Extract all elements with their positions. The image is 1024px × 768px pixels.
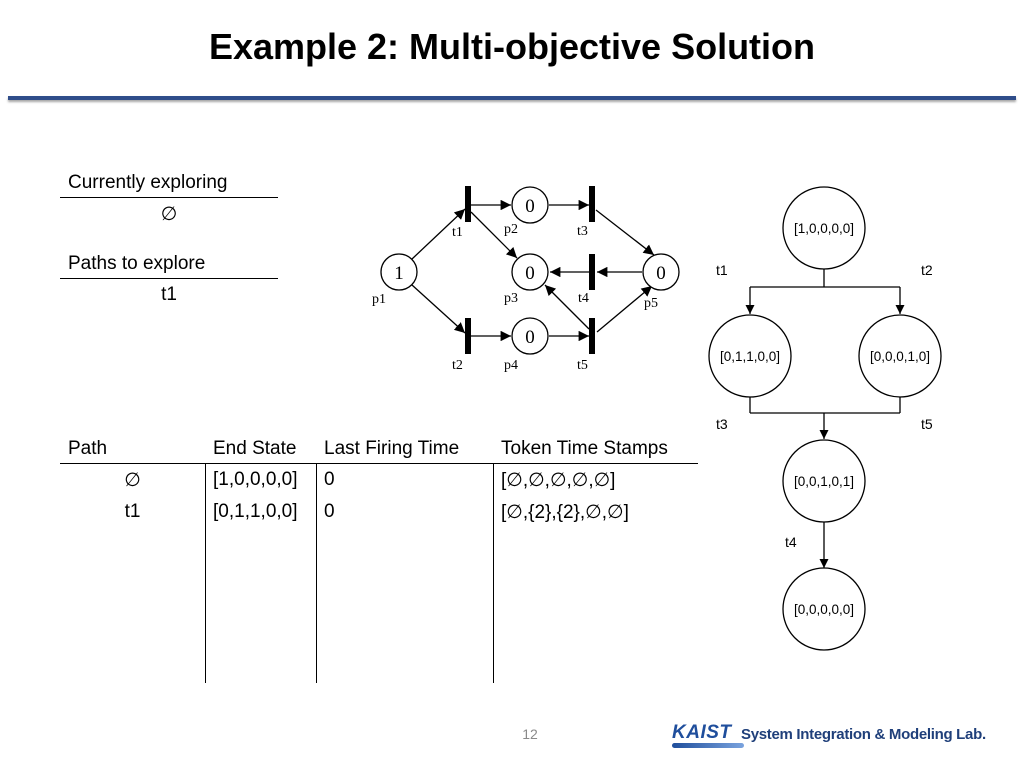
place-p2-tokens: 0 — [525, 196, 535, 217]
currently-exploring-label: Currently exploring — [68, 172, 228, 193]
table-cell-token-time-stamps: [∅,∅,∅,∅,∅] — [501, 470, 616, 491]
place-label-p1: p1 — [372, 292, 386, 307]
table-column-divider — [493, 463, 494, 683]
state-node — [782, 567, 866, 651]
logo-swoosh-icon — [672, 743, 744, 748]
table-header-last-firing-time: Last Firing Time — [324, 438, 460, 459]
arc-t5-p3 — [544, 284, 590, 330]
place-label-p4: p4 — [504, 358, 518, 373]
transition-label-t5: t5 — [577, 358, 588, 373]
transition-label-t1: t1 — [452, 225, 463, 240]
state-node-label: [1,0,0,0,0] — [794, 221, 854, 236]
tree-edge-label: t2 — [921, 262, 933, 278]
paths-to-explore-value: t1 — [161, 284, 177, 305]
table-header-token-time-stamps: Token Time Stamps — [501, 438, 668, 459]
place-p5-tokens: 0 — [656, 263, 666, 284]
transition-t4 — [589, 254, 595, 290]
place-p1 — [380, 253, 418, 291]
table-column-divider — [316, 463, 317, 683]
state-node — [858, 314, 942, 398]
place-label-p5: p5 — [644, 296, 658, 311]
kaist-logo: KAIST — [672, 722, 744, 748]
transition-label-t4: t4 — [578, 291, 589, 306]
state-node-label: [0,0,0,1,0] — [870, 349, 930, 364]
transition-t2 — [465, 318, 471, 354]
transition-t3 — [589, 186, 595, 222]
paths-to-explore-label: Paths to explore — [68, 253, 206, 274]
arc-p1-t2 — [411, 284, 466, 334]
tree-edge-label: t4 — [785, 534, 797, 550]
tree-edge-label: t5 — [921, 416, 933, 432]
tree-edge-label: t1 — [716, 262, 728, 278]
place-p3 — [511, 253, 549, 291]
state-node — [708, 314, 792, 398]
currently-exploring-rule — [60, 197, 278, 198]
table-cell-end-state: [1,0,0,0,0] — [213, 469, 298, 490]
table-cell-path: t1 — [124, 501, 141, 522]
place-label-p2: p2 — [504, 222, 518, 237]
table-cell-end-state: [0,1,1,0,0] — [213, 501, 298, 522]
arc-t3-p5 — [595, 209, 655, 256]
table-cell-last-firing-time: 0 — [324, 469, 335, 490]
place-p1-tokens: 1 — [394, 263, 404, 284]
state-node — [782, 186, 866, 270]
place-p4 — [511, 317, 549, 355]
place-p3-tokens: 0 — [525, 263, 535, 284]
table-cell-token-time-stamps: [∅,{2},{2},∅,∅] — [501, 502, 629, 523]
transition-label-t2: t2 — [452, 358, 463, 373]
place-label-p3: p3 — [504, 291, 518, 306]
lab-name: System Integration & Modeling Lab. — [741, 726, 986, 743]
table-header-path: Path — [68, 438, 108, 459]
slide-title: Example 2: Multi-objective Solution — [208, 26, 816, 67]
table-cell-path: ∅ — [124, 470, 141, 491]
tree-edge-label: t3 — [716, 416, 728, 432]
state-node-label: [0,1,1,0,0] — [720, 349, 780, 364]
transition-label-t3: t3 — [577, 224, 588, 239]
currently-exploring-value: ∅ — [160, 204, 178, 225]
page-number: 12 — [522, 726, 538, 742]
kaist-logo-text: KAIST — [672, 722, 732, 743]
table-header-rule — [60, 463, 698, 464]
state-node-label: [0,0,1,0,1] — [794, 474, 854, 489]
place-p5 — [642, 253, 680, 291]
table-header-end-state: End State — [213, 438, 297, 459]
place-p2 — [511, 186, 549, 224]
paths-to-explore-rule — [60, 278, 278, 279]
table-column-divider — [205, 463, 206, 683]
arc-p1-t1 — [411, 208, 466, 260]
arc-t1-p3 — [470, 211, 518, 259]
place-p4-tokens: 0 — [525, 327, 535, 348]
state-node — [782, 439, 866, 523]
arc-t5-p5 — [596, 285, 653, 333]
title-divider — [8, 96, 1016, 100]
table-cell-last-firing-time: 0 — [324, 501, 335, 522]
state-node-label: [0,0,0,0,0] — [794, 602, 854, 617]
transition-t1 — [465, 186, 471, 222]
transition-t5 — [589, 318, 595, 354]
